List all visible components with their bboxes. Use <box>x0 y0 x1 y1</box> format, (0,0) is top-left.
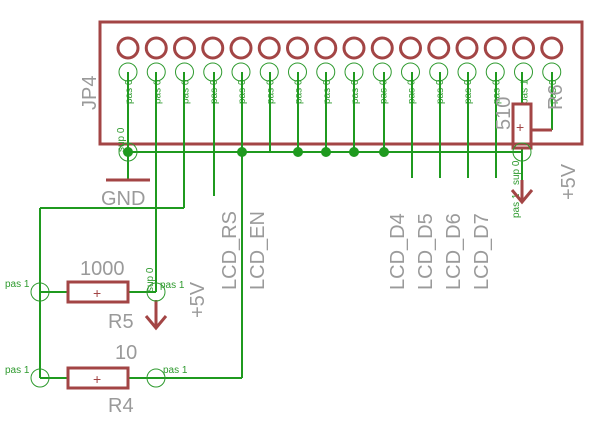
pas-pin-label: pas 1 <box>5 365 30 376</box>
header-pin-pad <box>483 36 507 60</box>
net-label-lcd-d4: LCD_D4 <box>387 213 409 290</box>
header-pin-pad <box>342 36 366 60</box>
header-pin-pad <box>201 36 225 60</box>
header-pin-pad <box>229 36 253 60</box>
header-pin-pad <box>399 36 422 60</box>
net-label-lcd-d5: LCD_D5 <box>415 213 437 290</box>
net-label-lcd-d6: LCD_D6 <box>443 213 465 290</box>
junctions <box>123 147 389 157</box>
trimmer-plus-mark: + <box>516 119 524 135</box>
header-pin-pad <box>286 36 309 60</box>
resistor-r5-value: 1000 <box>80 258 125 280</box>
header-pin-label: pas 0 <box>350 79 361 104</box>
header-pin-label: pas 0 <box>152 79 163 104</box>
junction-dot <box>293 147 303 157</box>
resistor-r5-name: R5 <box>108 311 134 333</box>
net-label-lcd-d7: LCD_D7 <box>471 213 493 290</box>
supply-label-right: +5V <box>558 163 580 200</box>
resistor-r4-name: R4 <box>108 395 134 417</box>
header-pin-pad <box>512 36 535 60</box>
header-pin-label: pas 1 <box>520 79 531 104</box>
header-pin-pad <box>116 36 140 60</box>
trimmer-body <box>511 102 533 150</box>
pin-circle <box>372 62 392 82</box>
junction-dot <box>321 147 331 157</box>
pin-circle <box>146 282 166 302</box>
resistor-r4-value: 10 <box>115 342 137 364</box>
pas-pin-label: pas 1 <box>163 365 188 376</box>
junction-dot <box>237 147 247 157</box>
pin-circle <box>30 368 50 388</box>
trimmer-name-label: R6 <box>545 84 567 110</box>
header-pin-label: pas 0 <box>548 79 559 104</box>
sup-pin-label: sup 0 <box>145 267 156 292</box>
header-pin-pad <box>370 36 394 60</box>
header-body <box>98 20 584 146</box>
pin-circle <box>514 62 533 82</box>
header-pin-pad <box>144 36 168 60</box>
pas-pin-label: pas 1 <box>160 280 185 291</box>
sup-pin-label: sup 0 <box>511 160 522 185</box>
pin-circle <box>118 142 138 162</box>
pin-circle <box>401 62 420 82</box>
header-pin-pad <box>540 36 564 60</box>
header-pin-pad <box>173 36 196 60</box>
pin-circle <box>512 142 532 162</box>
junction-dot <box>123 147 133 157</box>
header-pin-label: pas 0 <box>181 79 192 104</box>
junction-dot <box>379 147 389 157</box>
pin-circle <box>146 368 166 388</box>
pas-pin-label: pas 1 <box>511 193 522 218</box>
pin-circle <box>30 282 50 302</box>
header-pin-pad <box>427 36 451 60</box>
resistor-r4-body <box>66 366 130 390</box>
junction-dot <box>349 147 359 157</box>
ground-label: GND <box>101 188 145 210</box>
net-label-lcd-rs: LCD_RS <box>219 211 241 290</box>
supply-label-middle: +5V <box>187 281 209 318</box>
net-label-lcd-en: LCD_EN <box>247 211 269 290</box>
sup-pin-label: sup 0 <box>116 127 127 152</box>
header-pin-pad <box>257 36 281 60</box>
header-pin-label: pas 0 <box>322 79 333 104</box>
header-pin-pad <box>314 36 338 60</box>
header-name-label: JP4 <box>79 76 101 110</box>
resistor-plus-mark: + <box>93 285 101 301</box>
resistor-plus-mark: + <box>93 371 101 387</box>
resistor-r5-body <box>66 280 130 304</box>
pin-circle <box>203 62 223 82</box>
pin-circle <box>429 62 449 82</box>
trimmer-value-label: 510 <box>493 97 515 130</box>
header-pin-label: pas 0 <box>124 79 135 104</box>
pas-pin-label: pas 1 <box>5 279 30 290</box>
header-pin-pad <box>455 36 479 60</box>
